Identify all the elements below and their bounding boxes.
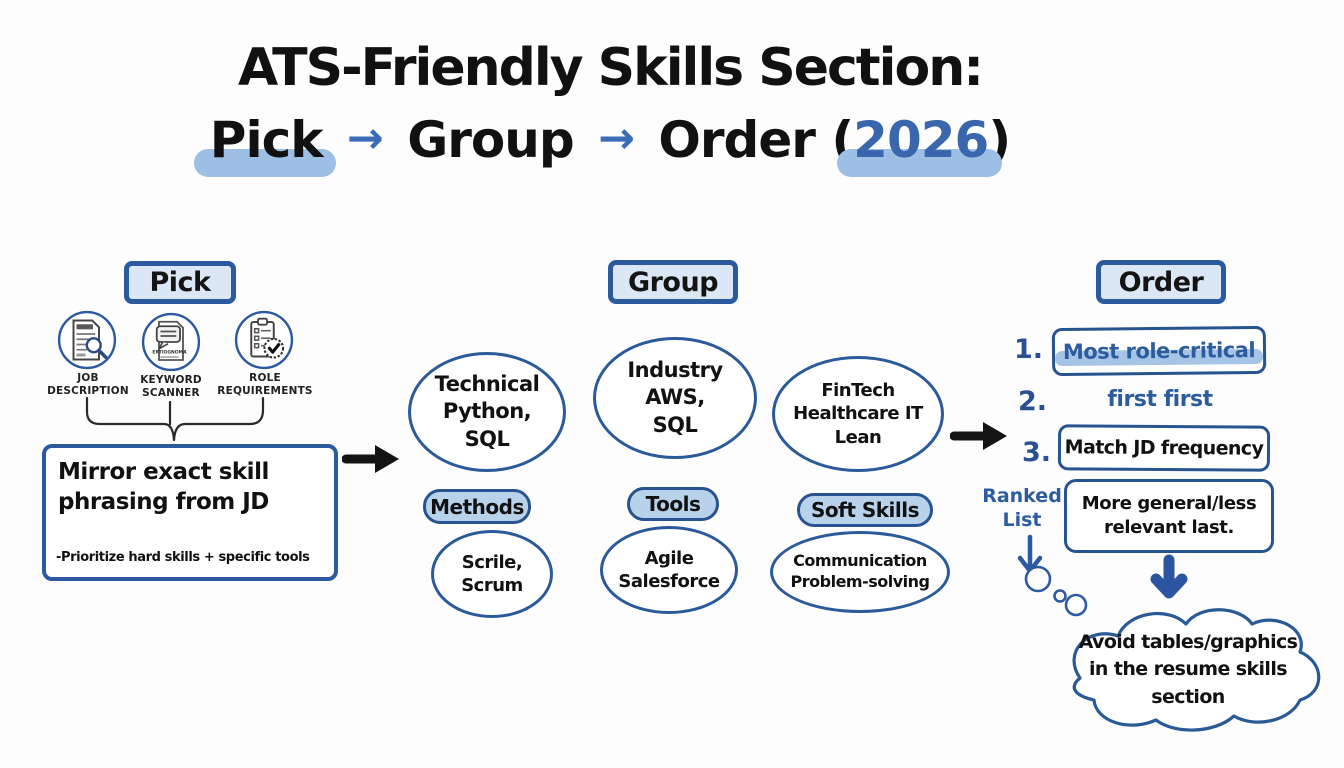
pick-note-sub: -Prioritize hard skills + specific tools xyxy=(56,550,310,565)
pick-highlight-bar xyxy=(193,149,337,178)
category-pill-tools: Tools xyxy=(627,487,719,521)
group-bubble-tools-items: Agile Salesforce xyxy=(600,526,738,614)
category-pill-soft-skills: Soft Skills xyxy=(797,493,933,527)
title-line1: ATS-Friendly Skills Section: xyxy=(237,38,984,98)
keyword-scanner-caption: ERTIOGNOMA xyxy=(152,350,187,356)
pick-note-main: Mirror exact skill phrasing from JD xyxy=(58,459,269,515)
ranked-list-label: Ranked List xyxy=(982,485,1062,531)
title-line2: Pick → Group → Order (2026) xyxy=(60,111,1160,178)
order-item-1-box: Most role-critical xyxy=(1051,325,1267,377)
order-item-1-text-highlighted: Most role-critical xyxy=(1054,338,1264,367)
cloud-bubble: Avoid tables/graphics in the resume skil… xyxy=(1038,598,1338,742)
arrow-pick-to-group-icon xyxy=(342,441,402,477)
sources-brace-connector xyxy=(40,394,300,448)
title-group-word: Group xyxy=(407,111,574,170)
arrow-group-to-order-icon xyxy=(950,418,1010,454)
order-item-2-number: 2. xyxy=(1018,386,1048,417)
year-highlight-bar xyxy=(837,149,1003,178)
role-requirements-icon xyxy=(234,310,294,370)
job-description-icon xyxy=(57,310,117,370)
group-bubble-industry: Industry AWS, SQL xyxy=(593,337,757,459)
title-arrow-icon: → xyxy=(346,113,384,165)
order-item-3-number: 3. xyxy=(1022,437,1052,468)
order-general-note-box: More general/less relevant last. xyxy=(1064,479,1274,553)
group-bubble-soft-skills-items: Communication Problem-solving xyxy=(770,531,950,613)
page-title: ATS-Friendly Skills Section: Pick → Grou… xyxy=(60,38,1160,178)
order-item-2-text: first first xyxy=(1107,387,1213,412)
title-pick-highlighted: Pick xyxy=(193,111,337,178)
big-down-arrow-icon xyxy=(1146,553,1192,601)
cloud-text: Avoid tables/graphics in the resume skil… xyxy=(1078,630,1298,708)
thought-bubbles-icon xyxy=(1020,564,1092,620)
title-arrow-icon: → xyxy=(598,113,635,165)
group-bubble-methods-items: Scrile, Scrum xyxy=(431,530,553,618)
title-year-highlighted: 2026 xyxy=(837,111,1003,178)
order-header: Order xyxy=(1096,260,1226,304)
pick-note-box: Mirror exact skill phrasing from JD -Pri… xyxy=(42,444,338,581)
title-order-word: Order xyxy=(658,111,816,170)
pick-header: Pick xyxy=(124,261,236,304)
source-label-keyword-scanner: KEYWORD SCANNER xyxy=(140,374,202,399)
group-bubble-fintech: FinTech Healthcare IT Lean xyxy=(772,356,944,472)
source-label-role-requirements: ROLE REQUIREMENTS xyxy=(217,372,313,397)
source-label-job-description: JOB DESCRIPTION xyxy=(47,372,129,397)
group-header: Group xyxy=(608,260,738,304)
order-item-3-box: Match JD frequency xyxy=(1057,424,1271,472)
category-pill-methods: Methods xyxy=(423,489,531,524)
keyword-scanner-icon: ERTIOGNOMA xyxy=(141,312,201,372)
group-bubble-technical: Technical Python, SQL xyxy=(408,352,566,472)
order-item-1-number: 1. xyxy=(1014,334,1044,365)
